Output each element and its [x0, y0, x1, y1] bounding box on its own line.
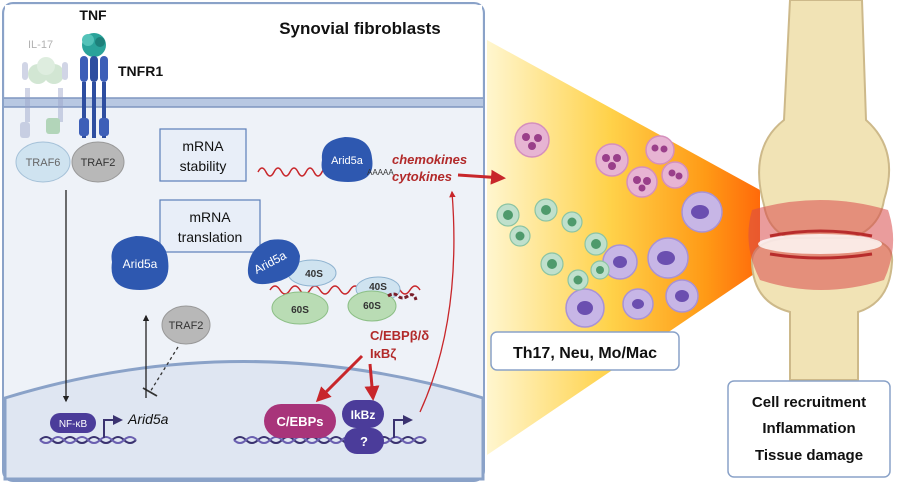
ikbz-nuclear-arrow	[364, 363, 380, 401]
arid5a-protein-ribosome	[247, 239, 300, 285]
ikbz-box-label: IkBz	[351, 408, 376, 422]
arid5a-protein-free	[111, 236, 169, 290]
tnf-label: TNF	[79, 7, 107, 23]
cebp-delta-label: C/EBPβ/δ	[370, 328, 429, 343]
traf2-inhibitor	[161, 305, 211, 345]
secretion-arrow	[457, 169, 506, 185]
outcome-cell-recruitment: Cell recruitment	[752, 394, 866, 411]
traf6-label: TRAF6	[26, 157, 61, 169]
ribosome-40s-b-label: 40S	[369, 282, 387, 293]
outcome-inflammation: Inflammation	[762, 420, 855, 437]
traf2-inhibitor-label: TRAF2	[169, 320, 204, 332]
outcome-box	[727, 380, 891, 478]
target-promoter-arrow	[393, 415, 413, 438]
mrna-translation-line2: translation	[178, 229, 243, 245]
traf2-protein	[71, 141, 125, 183]
immune-label: Th17, Neu, Mo/Mac	[513, 345, 657, 362]
transcription-feedback-arrow	[419, 190, 456, 413]
mrna-translation-line1: mRNA	[189, 209, 231, 225]
traf2-inhibition-line	[149, 346, 179, 393]
dna-left	[39, 436, 137, 444]
ribosome-40s-a-label: 40S	[305, 269, 323, 280]
tnfr1-receptor	[79, 56, 109, 138]
nfkb-label: NF-κB	[59, 419, 88, 430]
arid5a-promoter-arrow	[103, 415, 123, 438]
mrna-translation-box	[159, 199, 261, 253]
tnfr1-label: TNFR1	[118, 63, 163, 79]
arid5a-mrna-label: Arid5a	[331, 155, 364, 167]
nascent-peptide	[387, 292, 418, 301]
outcome-tissue-damage: Tissue damage	[755, 447, 863, 464]
mrna-stability-line1: mRNA	[182, 138, 224, 154]
ikbz-label: IκBζ	[370, 346, 396, 361]
polya-tail: AAAAA	[367, 168, 394, 177]
ribosome-60s-b-label: 60S	[363, 301, 381, 312]
extracellular-space	[5, 5, 482, 98]
unknown-factor	[344, 428, 384, 454]
traf6-protein	[15, 141, 71, 183]
nfkb-factor	[50, 413, 96, 433]
tnf-ligand	[82, 33, 106, 57]
immune-label-box	[490, 331, 680, 371]
ribosome-60s-a-label: 60S	[291, 305, 309, 316]
mrna-stability-box	[159, 128, 247, 182]
cytokines-label: cytokines	[392, 169, 452, 184]
ribosome-60s-b	[347, 290, 397, 322]
traf2-label: TRAF2	[81, 157, 116, 169]
cell-title: Synovial fibroblasts	[279, 19, 441, 38]
il17-receptor: IL-17	[20, 39, 68, 138]
arid5a-protein-mrna	[321, 137, 373, 182]
arid5a-gene-label: Arid5a	[127, 411, 169, 427]
cell-membrane	[4, 98, 483, 107]
cebps-factor	[264, 404, 336, 438]
chemokines-label: chemokines	[392, 152, 467, 167]
arid5a-free-label: Arid5a	[123, 257, 158, 271]
mrna-stability-line2: stability	[180, 158, 227, 174]
ribosome-60s-a	[271, 291, 329, 325]
ikbz-factor	[342, 400, 384, 428]
unknown-factor-label: ?	[360, 434, 368, 449]
cebps-label: C/EBPs	[277, 414, 324, 429]
knee-joint	[748, 0, 894, 381]
cebp-nuclear-arrow	[315, 354, 364, 403]
il17-label: IL-17	[28, 39, 53, 51]
inhibition-bar	[142, 387, 158, 397]
immune-cells	[496, 122, 723, 328]
